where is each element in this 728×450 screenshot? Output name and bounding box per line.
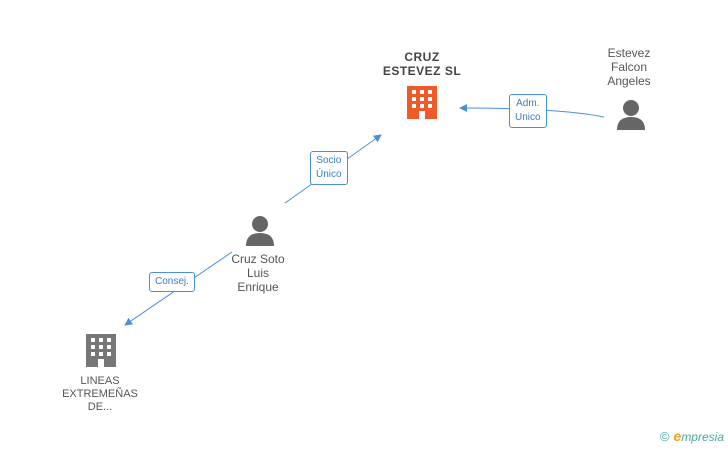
brand-watermark: ©empresia [660,428,724,444]
node-label-lineas[interactable]: LINEAS EXTREMEÑAS DE... [62,375,138,413]
brand-name: mpresia [681,430,724,444]
brand-initial: e [673,428,682,444]
building-icon[interactable] [407,86,437,119]
role-badge-adm-unico[interactable]: Adm. Unico [509,94,547,128]
building-icon[interactable] [86,334,116,367]
person-icon[interactable] [246,216,274,246]
copyright-symbol: © [659,429,670,444]
person-icon[interactable] [617,100,645,130]
node-label-cruz-estevez[interactable]: CRUZ ESTEVEZ SL [382,50,462,78]
role-badge-consej[interactable]: Consej. [149,272,195,292]
node-label-estevez-falcon[interactable]: Estevez Falcon Angeles [607,46,651,88]
node-label-cruz-soto[interactable]: Cruz Soto Luis Enrique [231,252,285,294]
role-badge-socio-unico[interactable]: Socio Único [310,151,348,185]
